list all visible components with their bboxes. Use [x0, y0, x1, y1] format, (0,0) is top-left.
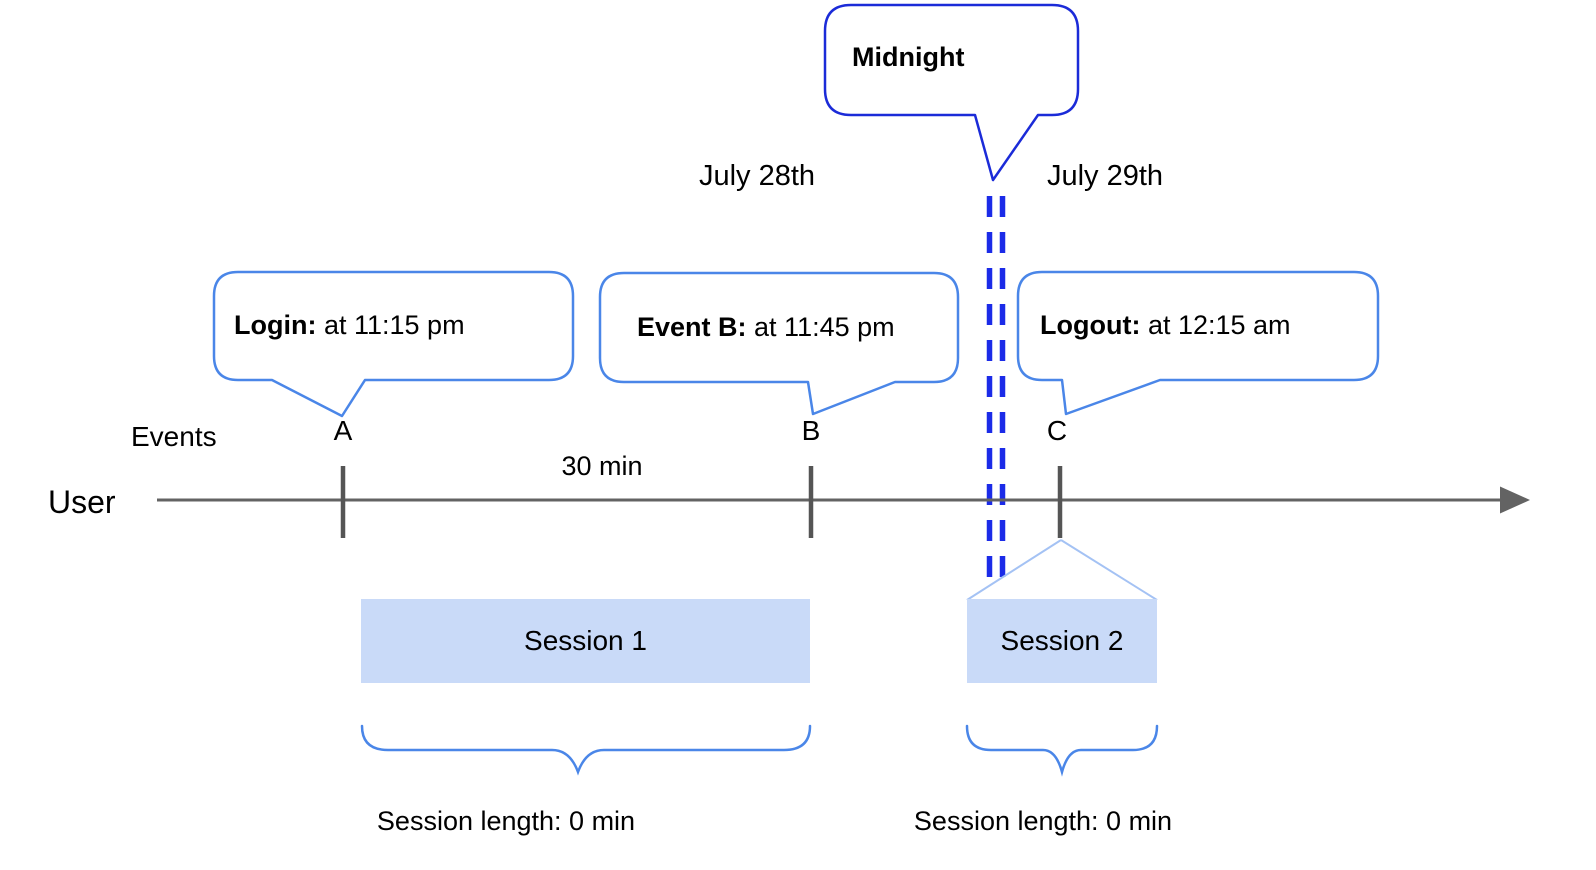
- date-july-29: July 29th: [1046, 160, 1164, 192]
- logout-bubble-text: Logout: at 12:15 am: [1040, 310, 1291, 341]
- session2-length-label: Session length: 0 min: [913, 806, 1173, 836]
- interval-label: 30 min: [561, 451, 643, 481]
- session1-length-label: Session length: 0 min: [376, 806, 636, 836]
- session1-brace: [360, 724, 812, 776]
- midnight-bubble-label: Midnight: [852, 42, 965, 72]
- session2-connector-right: [1060, 539, 1158, 601]
- session1-box: Session 1: [361, 599, 810, 683]
- event-b-bubble-bold: Event B:: [637, 312, 747, 342]
- session1-label: Session 1: [524, 625, 647, 656]
- timeline-arrowhead-icon: [1500, 486, 1530, 514]
- event-b-bubble-detail: at 11:45 pm: [746, 312, 895, 342]
- event-b-letter: B: [801, 415, 821, 446]
- logout-bubble-bold: Logout:: [1040, 310, 1141, 340]
- event-b-bubble-text: Event B: at 11:45 pm: [637, 312, 895, 343]
- user-row-label: User: [48, 484, 116, 520]
- event-c-letter: C: [1046, 415, 1068, 446]
- event-a-letter: A: [333, 415, 353, 446]
- session2-label: Session 2: [1000, 625, 1124, 656]
- login-bubble-bold: Login:: [234, 310, 317, 340]
- session2-brace: [965, 724, 1159, 777]
- date-july-28: July 28th: [698, 160, 816, 192]
- logout-bubble-detail: at 12:15 am: [1140, 310, 1291, 340]
- events-row-label: Events: [131, 421, 217, 452]
- login-bubble-text: Login: at 11:15 pm: [234, 310, 465, 341]
- login-bubble-detail: at 11:15 pm: [316, 310, 465, 340]
- session2-box: Session 2: [967, 599, 1157, 683]
- midnight-bubble-outline: [823, 3, 1080, 182]
- event-b-bubble-outline: [598, 271, 960, 416]
- login-bubble-outline: [212, 270, 575, 418]
- session2-connector-left: [966, 539, 1062, 601]
- logout-bubble-outline: [1016, 270, 1380, 416]
